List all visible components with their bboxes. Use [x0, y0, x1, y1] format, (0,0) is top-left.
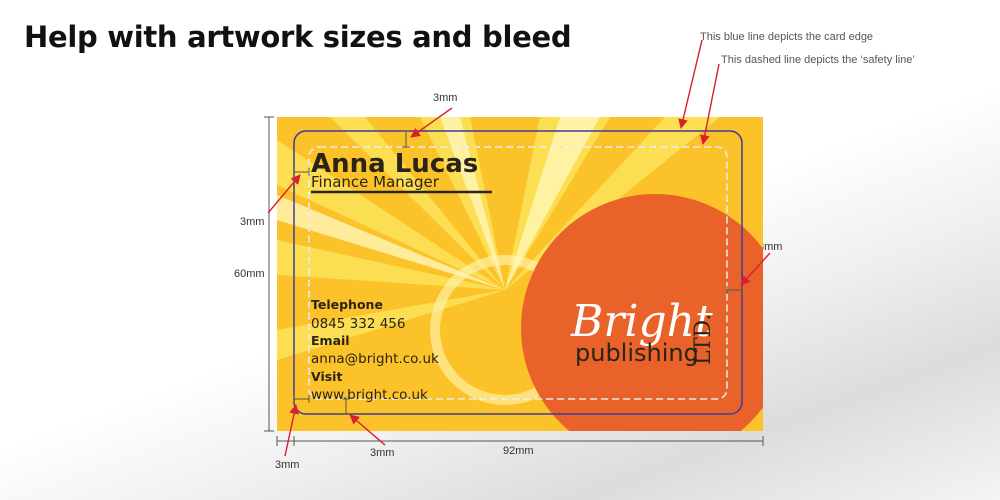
card-job-title: Finance Manager	[311, 173, 440, 191]
business-card	[277, 117, 763, 431]
website-value: www.bright.co.uk	[311, 387, 428, 403]
safety-line-note: This dashed line depicts the ‘safety lin…	[721, 54, 915, 66]
telephone-label: Telephone	[311, 297, 383, 312]
logo-ltd: LTD.	[691, 314, 716, 365]
card-edge-arrow	[678, 39, 703, 129]
safety-line-arrow	[699, 63, 720, 145]
email-label: Email	[311, 333, 350, 348]
top-gap-arrow	[410, 107, 453, 138]
sun-highlights	[277, 117, 600, 290]
logo-publishing: publishing	[575, 339, 699, 367]
page-heading: Help with artwork sizes and bleed	[24, 20, 572, 54]
top-gap-label: 3mm	[433, 92, 458, 104]
bottom-gap-label: 3mm	[370, 447, 395, 459]
card-edge-note: This blue line depicts the card edge	[700, 31, 874, 43]
card-name: Anna Lucas	[311, 149, 478, 179]
dimension-guides	[264, 116, 764, 446]
orange-sun	[521, 194, 763, 431]
right-gap-label: 3mm	[758, 241, 783, 253]
height-label: 60mm	[234, 268, 265, 280]
width-label: 92mm	[503, 445, 534, 457]
bottom-gap-arrow	[349, 414, 386, 446]
bottom-left-gap-arrow	[284, 404, 299, 457]
annotation-arrows	[267, 39, 771, 457]
email-value: anna@bright.co.uk	[311, 351, 439, 367]
logo-bright: Bright	[570, 296, 713, 347]
visit-label: Visit	[311, 369, 342, 384]
left-gap-label: 3mm	[240, 216, 265, 228]
card-edge-line	[293, 130, 743, 415]
bottom-left-gap-label: 3mm	[275, 459, 300, 471]
right-gap-arrow	[740, 252, 771, 286]
telephone-value: 0845 332 456	[311, 316, 405, 332]
left-gap-arrow	[267, 174, 301, 214]
